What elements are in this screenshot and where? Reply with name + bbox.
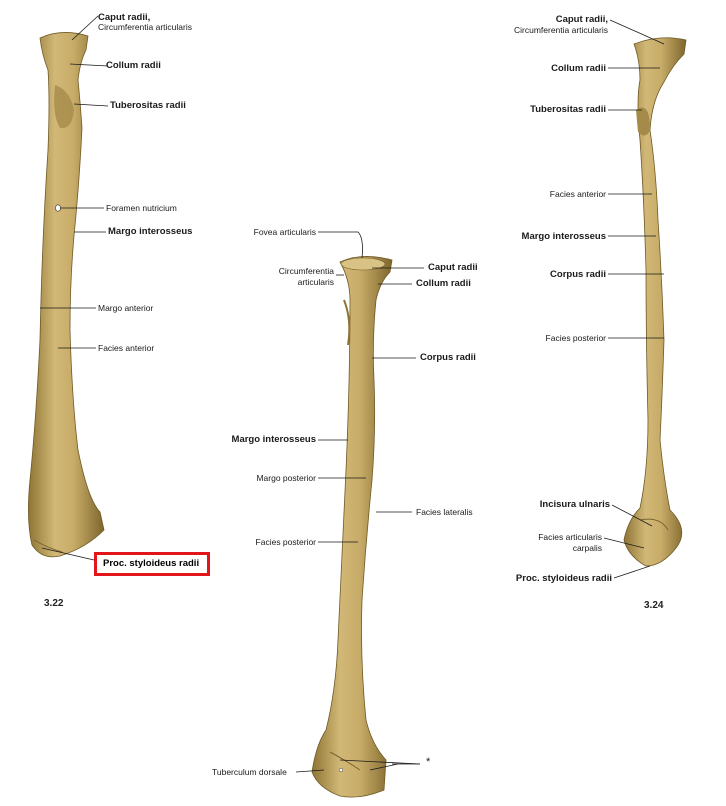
label-right-facies-posterior: Facies posterior xyxy=(545,333,606,343)
radius-anterior-view xyxy=(28,32,105,558)
radius-lateral-view xyxy=(623,37,687,567)
figure-number-right: 3.24 xyxy=(644,600,664,611)
label-middle-margo-posterior: Margo posterior xyxy=(256,473,316,483)
label-right-corpus: Corpus radii xyxy=(550,269,606,280)
label-middle-fovea: Fovea articularis xyxy=(253,227,316,237)
label-right-caput: Caput radii, xyxy=(555,14,608,25)
label-left-circumferentia: Circumferentia articularis xyxy=(98,22,192,32)
label-middle-asterisk: * xyxy=(426,756,431,768)
label-right-facies-articularis-1: Facies articularis xyxy=(538,532,602,542)
leader-lines xyxy=(40,15,665,773)
tuberculum-marker xyxy=(338,767,344,773)
label-left-foramen: Foramen nutricium xyxy=(106,203,177,213)
label-left-margo-interosseus: Margo interosseus xyxy=(108,226,193,237)
label-middle-corpus: Corpus radii xyxy=(420,352,476,363)
label-right-margo-interosseus: Margo interosseus xyxy=(521,231,606,242)
label-right-proc-styloideus: Proc. styloideus radii xyxy=(515,573,612,584)
label-middle-facies-posterior: Facies posterior xyxy=(255,537,316,547)
radius-posterior-view xyxy=(311,256,393,798)
label-middle-circumferentia-1: Circumferentia xyxy=(278,266,334,276)
highlight-box: Proc. styloideus radii xyxy=(94,552,210,576)
label-left-collum: Collum radii xyxy=(106,60,161,71)
label-left-margo-anterior: Margo anterior xyxy=(98,303,154,313)
label-right-tuberositas: Tuberositas radii xyxy=(530,104,606,115)
label-middle-collum: Collum radii xyxy=(416,278,471,289)
label-middle-caput: Caput radii xyxy=(428,262,478,273)
label-right-facies-anterior: Facies anterior xyxy=(549,189,606,199)
label-right-facies-articularis-2: carpalis xyxy=(572,543,602,553)
label-left-tuberositas: Tuberositas radii xyxy=(110,100,186,111)
label-middle-circumferentia-2: articularis xyxy=(297,277,334,287)
label-middle-margo-interosseus: Margo interosseus xyxy=(231,434,316,445)
label-middle-facies-lateralis: Facies lateralis xyxy=(416,507,473,517)
label-left-caput: Caput radii, xyxy=(98,12,151,23)
label-middle-tuberculum: Tuberculum dorsale xyxy=(212,767,287,777)
label-right-circumferentia: Circumferentia articularis xyxy=(514,25,608,35)
label-right-collum: Collum radii xyxy=(551,63,606,74)
label-right-incisura: Incisura ulnaris xyxy=(539,499,610,510)
label-left-proc-styloideus: Proc. styloideus radii xyxy=(103,558,200,569)
figure-number-left: 3.22 xyxy=(44,598,64,609)
label-left-facies-anterior: Facies anterior xyxy=(98,343,155,353)
